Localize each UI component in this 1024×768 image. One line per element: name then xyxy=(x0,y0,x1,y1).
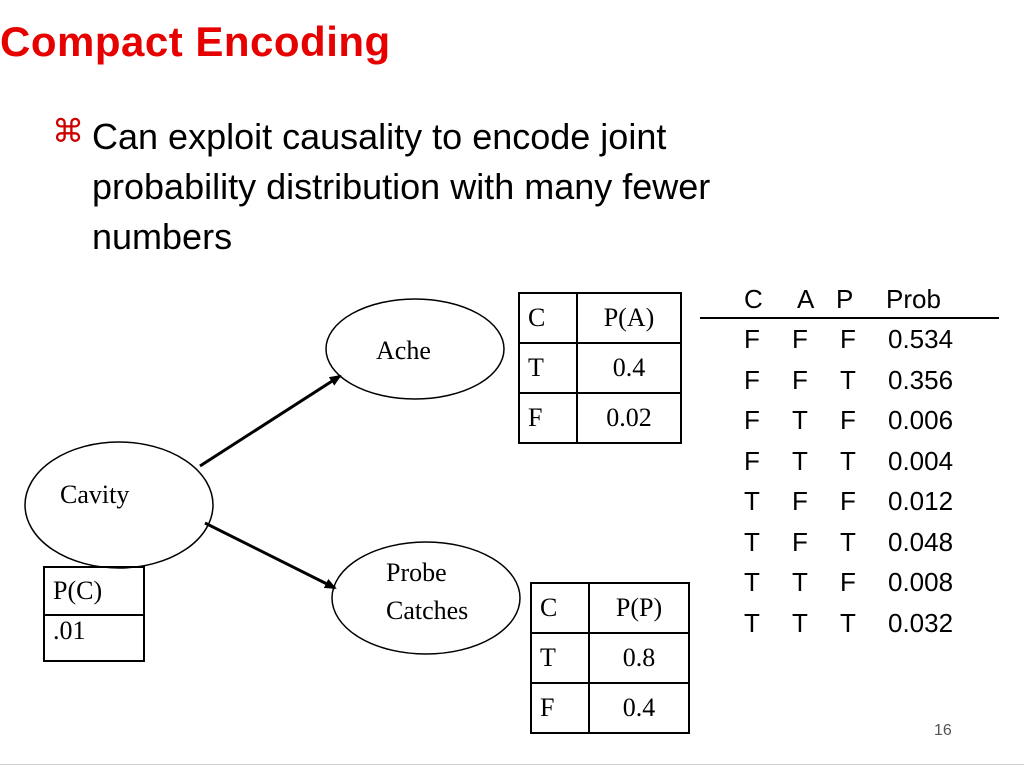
joint-cell-prob: 0.534 xyxy=(888,324,954,354)
joint-cell-p: T xyxy=(840,445,856,476)
joint-cell-prob: 0.356 xyxy=(888,364,954,395)
cpt-probe-row1-c: T xyxy=(530,632,590,684)
joint-cell-c: T xyxy=(744,486,760,516)
joint-header-p: P xyxy=(836,284,854,314)
joint-header-c: C xyxy=(744,284,763,314)
joint-cell-c: T xyxy=(744,607,760,638)
joint-row: F F T 0.356 xyxy=(700,365,1000,399)
joint-cell-a: F xyxy=(792,324,808,354)
joint-cell-p: T xyxy=(840,526,856,557)
probe-catches-node xyxy=(331,541,521,655)
joint-row: T T T 0.032 xyxy=(700,608,1000,642)
cpt-ache-col2: P(A) xyxy=(576,292,682,344)
joint-cell-a: F xyxy=(792,526,808,557)
cpt-ache-row2-c: F xyxy=(518,392,578,444)
joint-cell-a: T xyxy=(792,567,808,597)
joint-header-prob: Prob xyxy=(886,284,941,314)
cpt-cavity-value: .01 xyxy=(43,614,145,662)
cpt-ache-row2-p: 0.02 xyxy=(576,392,682,444)
joint-cell-c: T xyxy=(744,526,760,557)
cavity-label: Cavity xyxy=(60,480,130,509)
joint-cell-p: T xyxy=(840,364,856,395)
joint-cell-c: F xyxy=(744,324,760,354)
command-key-icon: ⌘ xyxy=(52,112,84,150)
bullet-line-2: probability distribution with many fewer xyxy=(92,166,711,207)
joint-cell-a: F xyxy=(792,364,808,395)
joint-cell-a: F xyxy=(792,486,808,516)
joint-cell-prob: 0.004 xyxy=(888,445,954,476)
joint-cell-prob: 0.048 xyxy=(888,526,954,557)
slide-title: Compact Encoding xyxy=(0,18,391,65)
joint-cell-p: T xyxy=(840,607,856,638)
ache-node xyxy=(325,298,505,400)
joint-header-rule xyxy=(700,317,999,319)
joint-cell-p: F xyxy=(840,486,856,516)
joint-row: T F F 0.012 xyxy=(700,486,1000,520)
joint-row: F T T 0.004 xyxy=(700,446,1000,480)
joint-cell-a: T xyxy=(792,607,808,638)
joint-cell-prob: 0.008 xyxy=(888,567,954,597)
footer-divider xyxy=(0,764,1024,765)
cpt-probe-row2-p: 0.4 xyxy=(588,682,690,734)
joint-row: T F T 0.048 xyxy=(700,527,1000,561)
joint-cell-c: F xyxy=(744,364,760,395)
cpt-cavity-header: P(C) xyxy=(43,566,145,616)
cpt-ache-row1-p: 0.4 xyxy=(576,342,682,394)
cpt-ache-row1-c: T xyxy=(518,342,578,394)
joint-cell-p: F xyxy=(840,324,856,354)
page-number: 16 xyxy=(934,722,952,739)
edge-cavity-ache xyxy=(199,374,342,468)
joint-row: F T F 0.006 xyxy=(700,405,1000,439)
edge-cavity-probe xyxy=(204,521,337,590)
cpt-probe: C P(P) T 0.8 F 0.4 xyxy=(530,582,690,734)
cpt-probe-col1: C xyxy=(530,582,590,634)
bullet-line-1: Can exploit causality to encode joint xyxy=(92,116,667,157)
joint-cell-a: T xyxy=(792,405,808,435)
cpt-cavity: P(C) .01 xyxy=(43,566,145,662)
ache-label: Ache xyxy=(376,336,431,365)
joint-cell-prob: 0.006 xyxy=(888,405,954,435)
probe-label-line2: Catches xyxy=(386,596,469,625)
cpt-probe-col2: P(P) xyxy=(588,582,690,634)
joint-header-a: A xyxy=(797,284,815,314)
joint-row: F F F 0.534 xyxy=(700,324,1000,358)
joint-cell-c: T xyxy=(744,567,760,597)
joint-cell-prob: 0.032 xyxy=(888,607,954,638)
probe-label-line1: Probe xyxy=(386,558,447,587)
joint-cell-c: F xyxy=(744,445,760,476)
joint-cell-c: F xyxy=(744,405,760,435)
joint-cell-p: F xyxy=(840,405,856,435)
joint-cell-p: F xyxy=(840,567,856,597)
cpt-probe-row2-c: F xyxy=(530,682,590,734)
joint-cell-prob: 0.012 xyxy=(888,486,954,516)
joint-row: T T F 0.008 xyxy=(700,567,1000,601)
cpt-ache: C P(A) T 0.4 F 0.02 xyxy=(518,292,682,444)
joint-cell-a: T xyxy=(792,445,808,476)
cpt-ache-col1: C xyxy=(518,292,578,344)
bullet-line-3: numbers xyxy=(92,216,233,257)
cpt-probe-row1-p: 0.8 xyxy=(588,632,690,684)
